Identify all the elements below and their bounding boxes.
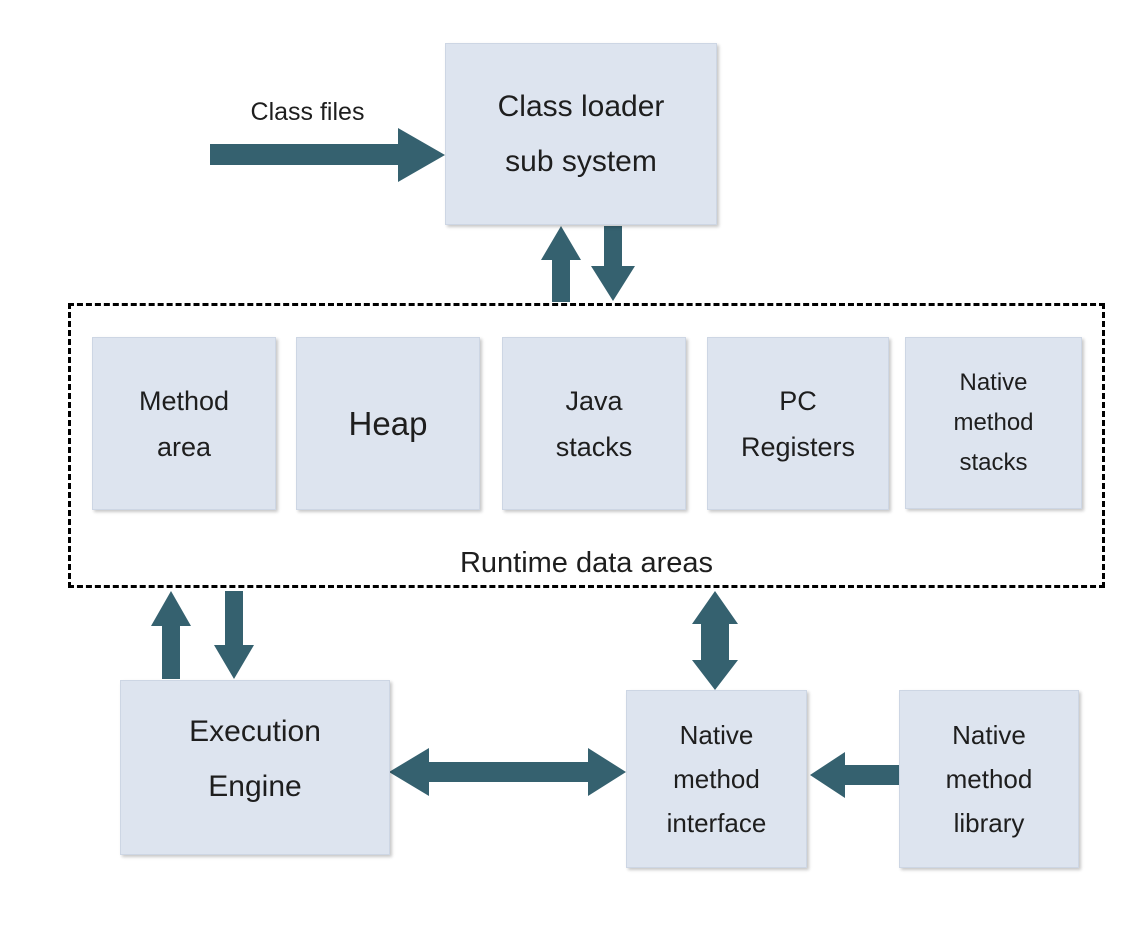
runtime-data-areas-boundary bbox=[68, 303, 1105, 588]
node-label-line: Method bbox=[138, 385, 230, 416]
node-label-line: Engine bbox=[208, 769, 302, 803]
node-label-line: stacks bbox=[959, 449, 1028, 476]
native-method-interface-node: Native method interface bbox=[626, 690, 807, 868]
runtime-to-engine-down-arrow bbox=[214, 591, 254, 679]
node-label-line: interface bbox=[666, 808, 767, 838]
node-label-line: library bbox=[953, 808, 1025, 838]
pc-registers-node: PC Registers bbox=[707, 337, 889, 510]
node-label-line: sub system bbox=[505, 145, 657, 178]
node-label-line: method bbox=[945, 764, 1033, 794]
node-label-line: Registers bbox=[740, 431, 856, 462]
class-loader-node: Class loader sub system bbox=[445, 43, 717, 225]
node-label-line: Native bbox=[959, 369, 1028, 396]
java-stacks-node: Java stacks bbox=[502, 337, 686, 510]
native-method-stacks-node: Native method stacks bbox=[905, 337, 1082, 509]
class-files-label: Class files bbox=[250, 98, 365, 126]
runtime-data-areas-label: Runtime data areas bbox=[459, 547, 714, 579]
native-method-library-node: Native method library bbox=[899, 690, 1079, 868]
node-label-line: Java bbox=[565, 385, 623, 416]
engine-to-runtime-up-arrow bbox=[151, 591, 191, 679]
node-label-line: method bbox=[673, 764, 760, 794]
node-label-line: stacks bbox=[555, 431, 633, 462]
node-label-line: Heap bbox=[348, 404, 428, 442]
node-label-line: Native bbox=[952, 720, 1026, 750]
node-label-line: Class loader bbox=[497, 90, 665, 123]
runtime-to-loader-up-arrow bbox=[541, 226, 581, 302]
class-files-arrow bbox=[210, 128, 445, 182]
engine-nmi-double-arrow bbox=[389, 748, 626, 796]
method-area-node: Method area bbox=[92, 337, 276, 510]
execution-engine-node: Execution Engine bbox=[120, 680, 390, 855]
node-label-line: Native bbox=[679, 720, 754, 750]
library-to-interface-arrow bbox=[810, 752, 899, 798]
loader-to-runtime-down-arrow bbox=[591, 226, 635, 301]
heap-node: Heap bbox=[296, 337, 480, 510]
runtime-nmi-double-arrow bbox=[692, 591, 738, 690]
node-label-line: method bbox=[953, 409, 1034, 436]
node-label-line: area bbox=[156, 431, 212, 462]
node-label-line: PC bbox=[779, 385, 817, 416]
node-label-line: Execution bbox=[189, 714, 321, 748]
